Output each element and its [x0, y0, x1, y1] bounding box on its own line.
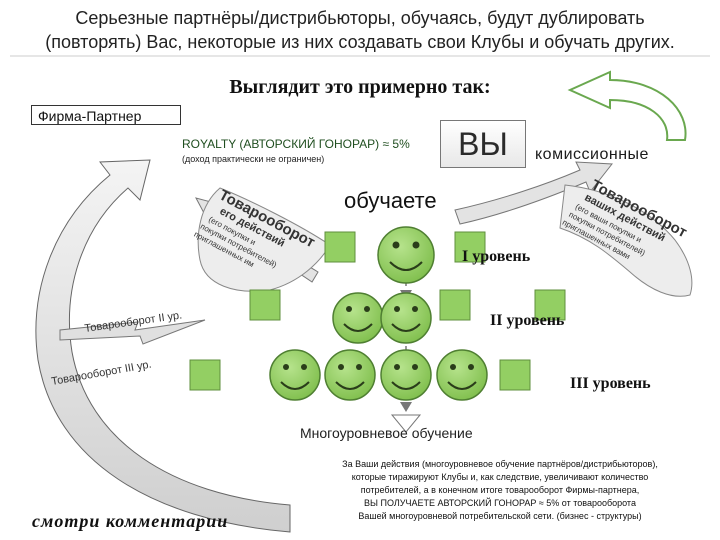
level3-label: III уровень [570, 375, 651, 392]
note-line1: За Ваши действия (многоуровневое обучени… [342, 459, 658, 469]
right-flow-arrow [454, 161, 613, 225]
subtitle: Выглядит это примерно так: [229, 76, 491, 98]
title-line2: (повторять) Вас, некоторые из них создав… [45, 32, 675, 52]
down-arrow-3 [400, 402, 412, 412]
down-arrow-big [390, 414, 422, 433]
multilevel-label: Многоуровневое обучение [300, 425, 473, 441]
green-return-arrow [567, 70, 687, 141]
right-flow-body [559, 184, 693, 297]
left-flow-text: Товарооборот его действий (его покупки и… [192, 187, 317, 270]
level2-label: II уровень [490, 312, 565, 329]
square-l1-b [454, 231, 486, 263]
see-comments: смотри комментарии [32, 511, 229, 531]
commission-label: комиссионные [535, 146, 649, 163]
smiley-l1 [377, 226, 435, 284]
note-line4: ВЫ ПОЛУЧАЕТЕ АВТОРСКИЙ ГОНОРАР ≈ 5% от т… [364, 498, 636, 508]
explanation-note: За Ваши действия (многоуровневое обучени… [285, 458, 715, 523]
you-box: ВЫ [440, 120, 526, 168]
square-l2-a [249, 289, 281, 321]
smiley-l3-b [324, 349, 376, 401]
page-title: Серьезные партнёры/дистрибьюторы, обучая… [0, 6, 720, 54]
square-l2-c [534, 289, 566, 321]
square-l2-b [439, 289, 471, 321]
note-line2: которые тиражируют Клубы и, как следстви… [351, 472, 649, 482]
royalty-label: ROYALTY (АВТОРСКИЙ ГОНОРАР) ≈ 5% [182, 137, 410, 151]
smiley-l3-c [380, 349, 432, 401]
note-line3: потребителей, а в конечном итоге товароо… [360, 485, 640, 495]
turnover-level2-arrow [59, 319, 206, 345]
teach-label: обучаете [344, 188, 437, 213]
square-l3-a [189, 359, 221, 391]
smiley-l2-b [380, 292, 432, 344]
smiley-l3-d [436, 349, 488, 401]
note-line5: Вашей многоуровневой потребительской сет… [358, 511, 642, 521]
royalty-note: (доход практически не ограничен) [182, 154, 325, 164]
title-line1: Серьезные партнёры/дистрибьюторы, обучая… [75, 8, 645, 28]
left-curved-arrow [35, 159, 291, 533]
square-l1-a [324, 231, 356, 263]
smiley-l3-a [269, 349, 321, 401]
level1-label: I уровень [462, 248, 531, 265]
partner-box: Фирма-Партнер [31, 105, 181, 125]
square-l3-b [499, 359, 531, 391]
smiley-l2-a [332, 292, 384, 344]
